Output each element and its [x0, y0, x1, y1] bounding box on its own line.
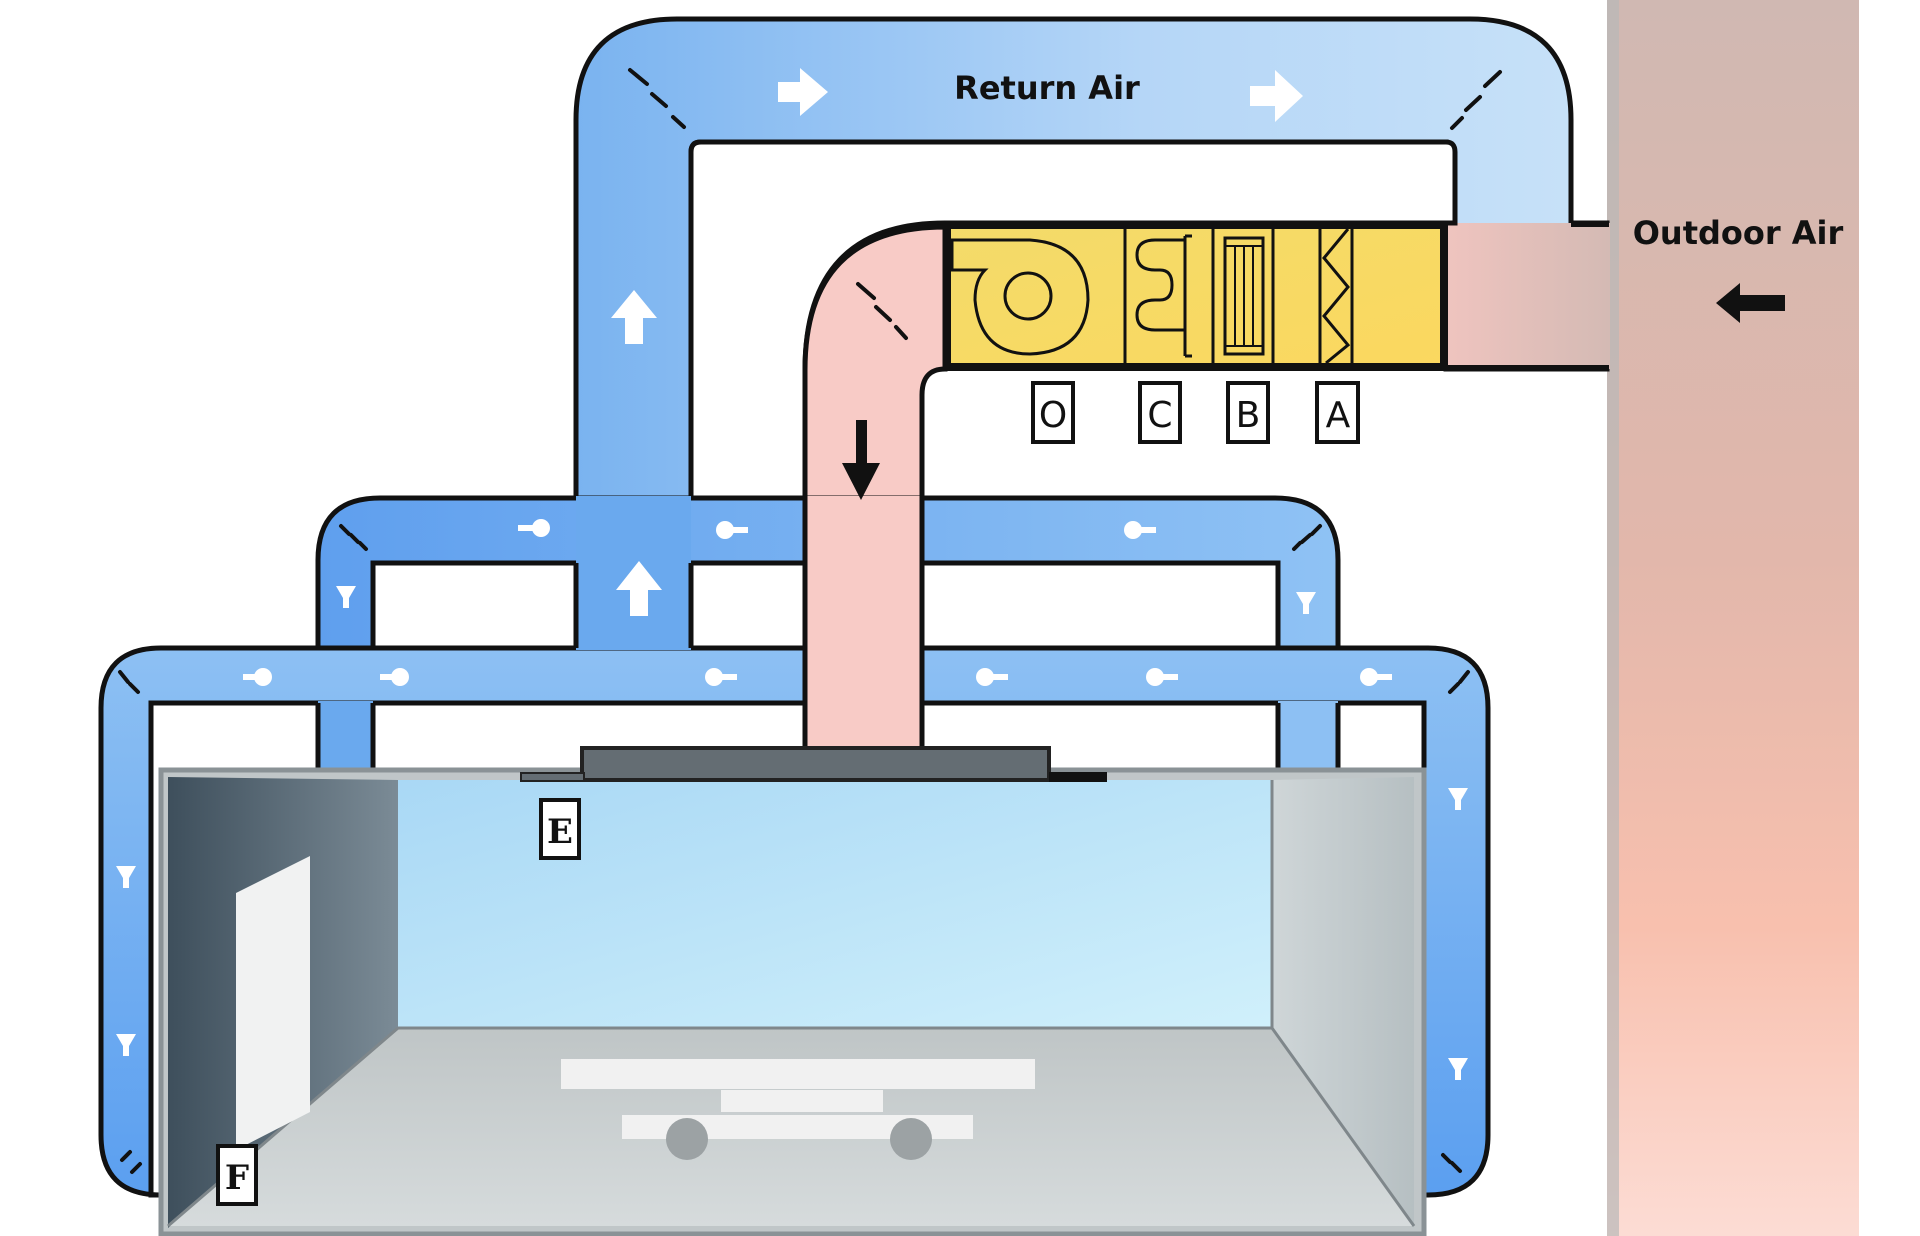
flow-marker-icon	[243, 668, 272, 686]
tag-o: O	[1031, 381, 1075, 444]
room-right-wall	[1272, 777, 1414, 1228]
svg-text:F: F	[225, 1158, 249, 1198]
filter-bank-icon	[1223, 236, 1265, 356]
return-flow-arrows	[611, 68, 1303, 616]
arrow-left-icon	[1716, 283, 1785, 323]
duct-bend-marks	[118, 68, 1502, 1174]
arrow-down-icon	[842, 420, 880, 500]
outdoor-flow-arrow	[1716, 283, 1785, 323]
outdoor-air-label: Outdoor Air	[1633, 214, 1844, 252]
branch-ducts	[98, 495, 1491, 1198]
svg-text:E: E	[547, 812, 573, 852]
coil-icon	[1135, 234, 1192, 358]
room-furniture	[561, 1059, 1035, 1160]
arrow-up-icon	[611, 290, 657, 344]
flow-marker-icon	[1146, 668, 1178, 686]
tag-e: E	[539, 798, 581, 860]
conditioned-room	[158, 767, 1427, 1236]
flow-marker-icon	[380, 668, 409, 686]
flow-marker-down-icon	[116, 1034, 136, 1056]
flow-marker-icon	[1124, 521, 1156, 539]
outdoor-air-inlet	[1446, 223, 1610, 369]
svg-text:O: O	[1039, 395, 1067, 436]
room-door	[236, 856, 310, 1150]
branch-flow-markers	[116, 519, 1468, 1080]
flow-marker-icon	[705, 668, 737, 686]
arrow-right-icon	[1250, 70, 1303, 122]
supply-diffuser	[520, 746, 1107, 782]
flow-marker-icon	[976, 668, 1008, 686]
arrow-right-icon	[778, 68, 828, 116]
flow-marker-icon	[1360, 668, 1392, 686]
tag-a: A	[1315, 381, 1360, 444]
pre-filter-icon	[1322, 228, 1351, 365]
flow-marker-down-icon	[1296, 592, 1316, 614]
tag-c: C	[1138, 381, 1182, 444]
flow-marker-icon	[518, 519, 550, 537]
flow-marker-down-icon	[336, 586, 356, 608]
arrow-up-icon	[616, 561, 662, 616]
air-handling-unit	[943, 221, 1448, 371]
flow-marker-icon	[716, 521, 748, 539]
svg-text:C: C	[1147, 395, 1172, 436]
supply-fan-icon	[950, 238, 1090, 356]
flow-marker-down-icon	[116, 866, 136, 888]
return-air-label: Return Air	[954, 69, 1140, 107]
tag-f: F	[216, 1144, 258, 1206]
outdoor-air-column	[1607, 0, 1859, 1236]
svg-text:B: B	[1236, 395, 1261, 436]
flow-marker-down-icon	[1448, 788, 1468, 810]
room-back-wall	[398, 780, 1272, 1028]
flow-marker-down-icon	[1448, 1058, 1468, 1080]
tag-b: B	[1226, 381, 1270, 444]
svg-text:A: A	[1326, 395, 1351, 436]
ahu-tags: O C B A	[1031, 381, 1360, 444]
